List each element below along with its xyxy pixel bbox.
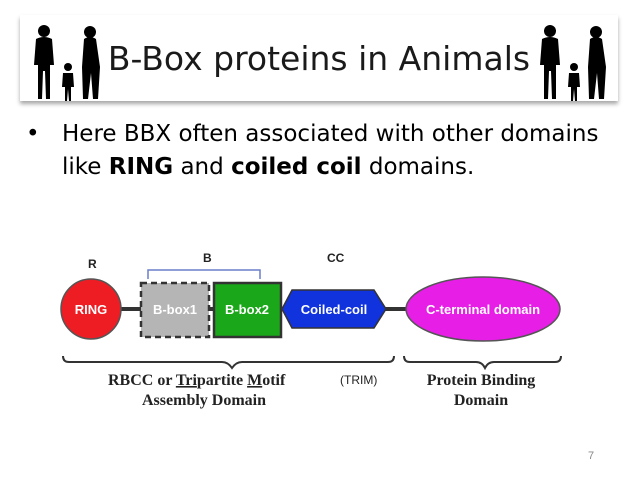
protein-binding-bracket <box>403 355 562 371</box>
trim-label: (TRIM) <box>340 373 377 387</box>
rbcc-caption-tri: Tri <box>176 372 198 389</box>
protein-binding-caption-line2: Domain <box>454 392 508 409</box>
label-cc: CC <box>327 251 345 265</box>
bullet-text-part: Here BBX often associated with other dom… <box>62 121 599 180</box>
bullet-bold-coiled-coil: coiled coil <box>231 154 362 180</box>
rbcc-caption-line2: Assembly Domain <box>142 392 266 409</box>
rbcc-caption-part: partite <box>197 372 247 389</box>
coiled-coil-domain <box>281 289 387 329</box>
bullet-text-part: and <box>173 154 232 180</box>
bullet-text: Here BBX often associated with other dom… <box>62 118 632 184</box>
ring-domain <box>60 278 122 340</box>
bbox2-label: B-box2 <box>225 302 269 317</box>
slide-title: B-Box proteins in Animals <box>107 39 531 78</box>
bullet-dot: • <box>26 121 40 147</box>
rbcc-caption-line1: RBCC or Tripartite Motif <box>108 372 286 389</box>
c-terminal-domain <box>405 276 561 342</box>
protein-binding-caption-line1: Protein Binding <box>427 372 536 389</box>
label-r: R <box>88 257 97 271</box>
rbcc-caption-m: M <box>247 372 262 389</box>
bullet-text-part: domains. <box>361 154 475 180</box>
bbox1-label: B-box1 <box>153 302 197 317</box>
page-number: 7 <box>588 450 595 462</box>
rbcc-caption-part: RBCC or <box>108 372 176 389</box>
bullet-bold-ring: RING <box>108 154 174 180</box>
ring-label: RING <box>75 302 108 317</box>
label-b: B <box>203 251 212 265</box>
b-bracket <box>147 269 261 279</box>
family-silhouette-icon <box>34 25 100 101</box>
c-terminal-label: C-terminal domain <box>426 302 540 317</box>
rbcc-bracket <box>62 355 395 370</box>
bbox1-domain <box>139 281 211 339</box>
title-bar: B-Box proteins in Animals <box>20 15 618 101</box>
bbox2-domain <box>212 281 283 339</box>
coiled-coil-label: Coiled-coil <box>301 302 367 317</box>
family-silhouette-icon <box>540 25 606 101</box>
rbcc-caption-part: otif <box>262 372 286 389</box>
